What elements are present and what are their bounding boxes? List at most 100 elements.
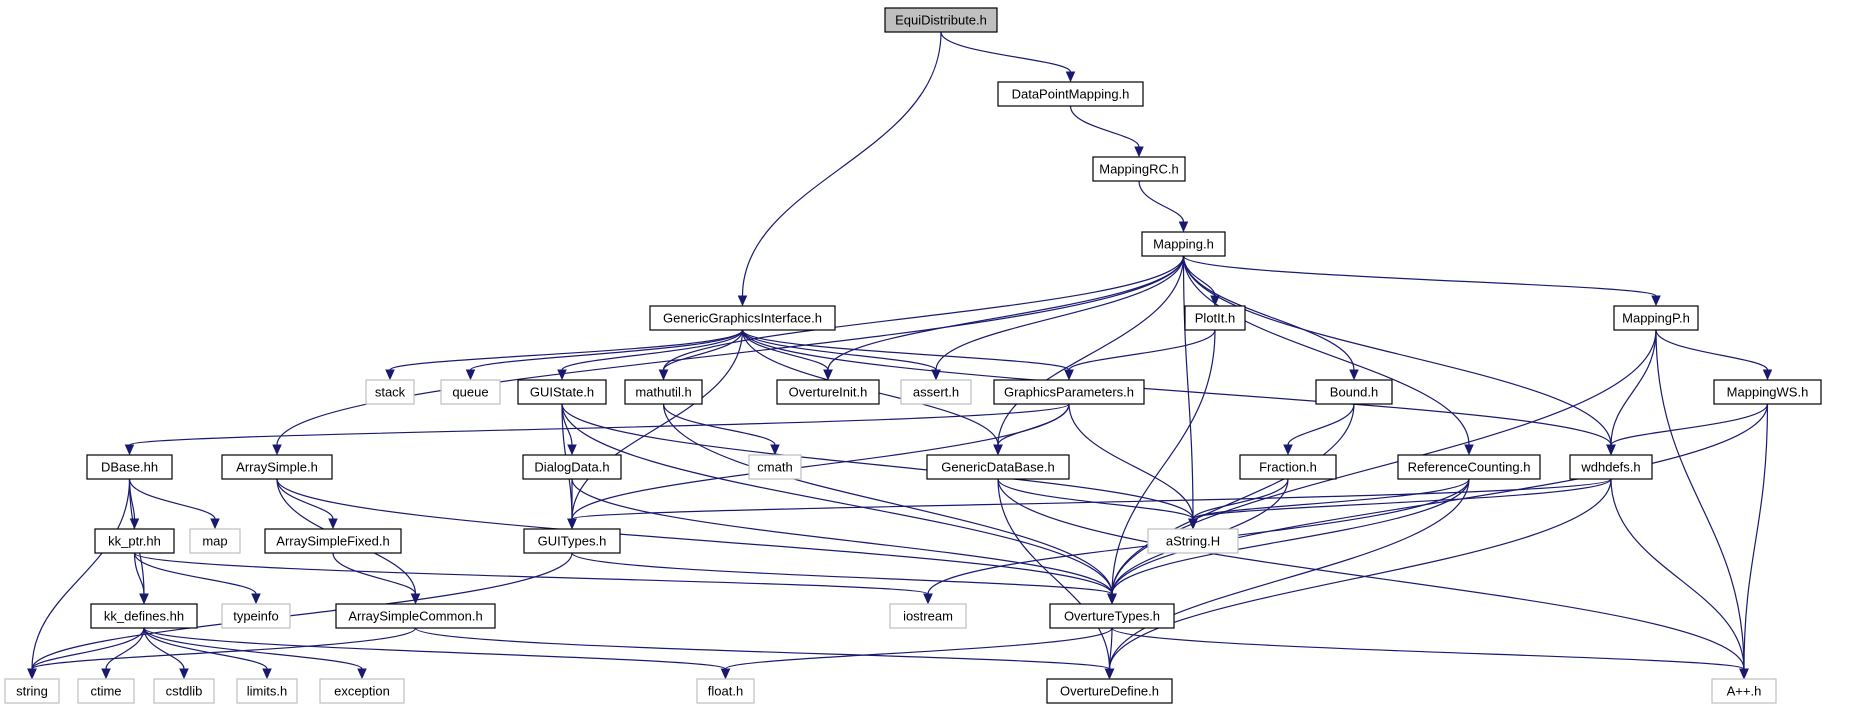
node-ReferenceCounting[interactable]: ReferenceCounting.h (1397, 454, 1541, 480)
node-box (1141, 231, 1226, 257)
edge-line (997, 478, 1111, 670)
node-kk_ptr[interactable]: kk_ptr.hh (94, 528, 175, 554)
node-EquiDistribute[interactable]: EquiDistribute.h (884, 7, 998, 33)
edge-line (1655, 329, 1745, 670)
dependency-edge-OvertureTypes-to-OvertureDefine (1104, 627, 1115, 680)
edge-line (105, 627, 145, 670)
node-DBase[interactable]: DBase.hh (86, 454, 173, 480)
dependency-edge-PlotIt-to-OvertureTypes (1107, 329, 1216, 605)
node-label: Bound.h (1330, 385, 1378, 400)
node-kk_defines[interactable]: kk_defines.hh (90, 603, 198, 629)
edge-arrowhead (1762, 369, 1773, 381)
edge-line (276, 255, 1185, 446)
node-GUIState[interactable]: GUIState.h (517, 379, 607, 405)
node-box (1147, 528, 1239, 554)
node-box (4, 678, 60, 704)
node-box (889, 603, 967, 629)
edge-arrowhead (1739, 668, 1749, 680)
node-label: queue (452, 385, 488, 400)
dependency-edge-GraphicsParameters-to-DBase (124, 403, 1070, 456)
edge-arrowhead (1107, 593, 1117, 605)
node-Bound[interactable]: Bound.h (1315, 379, 1393, 405)
dependency-edge-MappingWS-to-OvertureTypes (1107, 403, 1769, 605)
dependency-edge-ArraySimpleFixed-to-ArraySimpleCommon (332, 552, 421, 605)
dependency-edge-MappingWS-to-Aplusplus (1739, 403, 1769, 680)
node-PlotIt[interactable]: PlotIt.h (1184, 305, 1246, 331)
node-Mapping[interactable]: Mapping.h (1141, 231, 1226, 257)
dependency-edge-GUITypes-to-OvertureTypes (571, 552, 1117, 605)
node-label: cmath (757, 460, 792, 475)
node-label: Mapping.h (1153, 237, 1214, 252)
node-label: string (16, 684, 48, 699)
dependency-edge-Fraction-to-aString (1188, 478, 1289, 530)
edge-line (997, 478, 1194, 520)
node-GenericGraphicsInterface[interactable]: GenericGraphicsInterface.h (649, 305, 836, 331)
node-iostream: iostream (889, 603, 967, 629)
node-box (1315, 379, 1393, 405)
edge-arrowhead (1188, 518, 1198, 530)
edge-arrowhead (410, 593, 421, 605)
dependency-edge-kk_defines-to-limits (143, 627, 272, 680)
dependency-edge-ArraySimpleCommon-to-string (27, 627, 417, 680)
edge-line (741, 329, 829, 371)
node-GUITypes[interactable]: GUITypes.h (523, 528, 621, 554)
edge-arrowhead (567, 444, 577, 456)
node-OvertureDefine[interactable]: OvertureDefine.h (1046, 678, 1173, 704)
dependency-edge-kk_defines-to-cstdlib (143, 627, 189, 680)
node-map: map (189, 528, 241, 554)
dependency-edge-GenericGraphicsInterface-to-assert (741, 329, 941, 381)
node-label: ctime (90, 684, 121, 699)
edge-line (1108, 478, 1612, 670)
node-GenericDataBase[interactable]: GenericDataBase.h (926, 454, 1070, 480)
dependency-edge-MappingP-to-wdhdefs (1606, 329, 1657, 456)
edge-line (1111, 329, 1216, 595)
node-ArraySimpleCommon[interactable]: ArraySimpleCommon.h (335, 603, 496, 629)
node-MappingP[interactable]: MappingP.h (1613, 305, 1699, 331)
edge-line (997, 255, 1185, 446)
edge-arrowhead (1064, 369, 1074, 381)
node-label: iostream (903, 609, 953, 624)
node-ArraySimple[interactable]: ArraySimple.h (221, 454, 333, 480)
edge-line (414, 627, 1111, 670)
edge-line (143, 627, 363, 670)
edge-arrowhead (823, 369, 833, 381)
edge-line (741, 329, 1070, 371)
edge-line (133, 552, 145, 595)
edge-arrowhead (179, 668, 189, 680)
node-Fraction[interactable]: Fraction.h (1239, 454, 1337, 480)
edge-line (662, 255, 1185, 371)
node-MappingRC[interactable]: MappingRC.h (1092, 156, 1186, 182)
edge-arrowhead (328, 518, 338, 530)
node-mathutil[interactable]: mathutil.h (624, 379, 703, 405)
edge-line (1192, 478, 1470, 520)
node-MappingWS[interactable]: MappingWS.h (1713, 379, 1822, 405)
node-OvertureTypes[interactable]: OvertureTypes.h (1049, 603, 1175, 629)
edge-line (561, 403, 1113, 595)
node-DataPointMapping[interactable]: DataPointMapping.h (997, 81, 1144, 107)
edge-arrowhead (210, 518, 220, 530)
edge-line (276, 478, 334, 520)
node-box (900, 379, 972, 405)
node-wdhdefs[interactable]: wdhdefs.h (1569, 454, 1653, 480)
node-box (1613, 305, 1699, 331)
edge-line (469, 329, 744, 371)
edge-arrowhead (262, 668, 272, 680)
node-cmath: cmath (748, 454, 802, 480)
edge-line (31, 627, 145, 670)
node-limits: limits.h (236, 678, 298, 704)
dependency-edge-DBase-to-map (128, 478, 220, 530)
node-ArraySimpleFixed[interactable]: ArraySimpleFixed.h (264, 528, 402, 554)
node-DialogData[interactable]: DialogData.h (522, 454, 622, 480)
edge-arrowhead (1283, 444, 1293, 456)
node-GraphicsParameters[interactable]: GraphicsParameters.h (993, 379, 1145, 405)
edge-arrowhead (1606, 444, 1616, 456)
node-box (1713, 379, 1822, 405)
node-label: A++.h (1727, 684, 1762, 699)
dependency-edge-Mapping-to-ArraySimple (272, 255, 1185, 456)
node-label: PlotIt.h (1195, 311, 1235, 326)
dependency-edge-kk_ptr-to-kk_defines (133, 552, 149, 605)
node-box (221, 603, 291, 629)
node-box (517, 379, 607, 405)
node-OvertureInit[interactable]: OvertureInit.h (776, 379, 880, 405)
node-box (189, 528, 241, 554)
